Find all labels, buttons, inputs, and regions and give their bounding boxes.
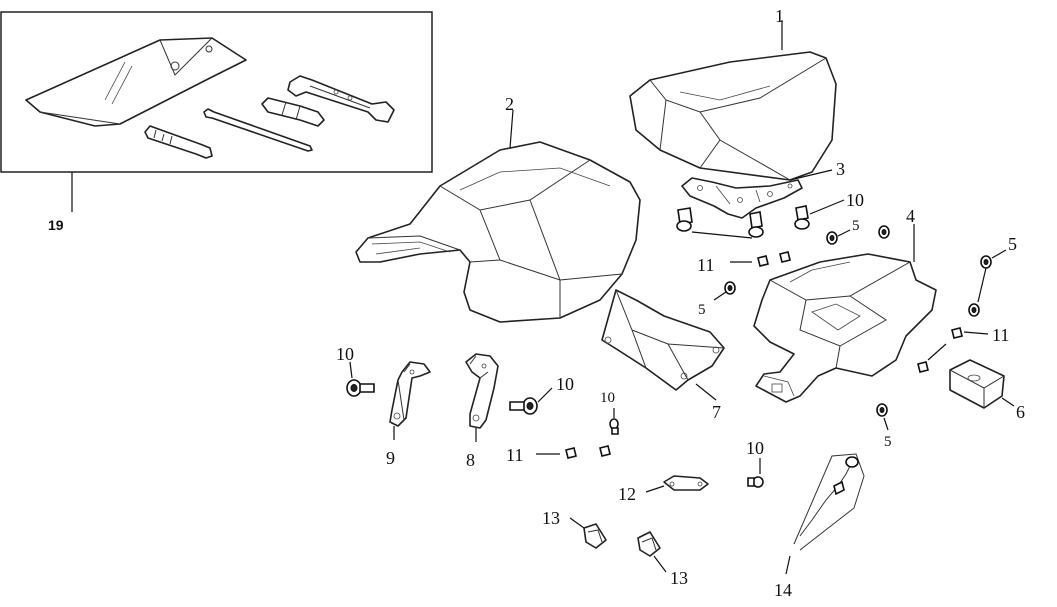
grommet-set-top: 10: [676, 190, 864, 239]
callout-5b: 5: [698, 302, 706, 318]
clip-13b: 13: [637, 531, 688, 588]
callout-2: 2: [505, 94, 514, 114]
callout-1: 1: [775, 6, 784, 26]
tool-kit-box: 19: [0, 11, 433, 233]
rear-undertray: 4: [753, 206, 937, 403]
callout-13b: 13: [670, 568, 688, 588]
bracket-8: 8: [465, 353, 499, 470]
callout-7: 7: [712, 402, 721, 422]
bolts-lower: 11: [506, 445, 611, 465]
wrench: [287, 75, 395, 123]
grommet-lower-right: 10: [746, 438, 764, 488]
seat-lock-cable: 14: [774, 453, 865, 600]
nut-undertray-left: 5: [698, 281, 736, 318]
callout-12: 12: [618, 484, 636, 504]
callout-4: 4: [906, 206, 915, 226]
callout-13a: 13: [542, 508, 560, 528]
callout-10a: 10: [846, 190, 864, 210]
callout-9: 9: [386, 448, 395, 468]
callout-10b: 10: [336, 344, 354, 364]
socket-wrench: [261, 97, 325, 127]
callout-19: 19: [48, 217, 64, 233]
callout-11b: 11: [992, 325, 1009, 345]
bolts-undertray-left: 11: [697, 251, 791, 275]
callout-5c: 5: [1008, 234, 1017, 254]
tool-rod: [203, 108, 313, 152]
callout-11c: 11: [506, 445, 523, 465]
bolts-right: 11: [917, 325, 1009, 373]
callout-10d: 10: [600, 390, 615, 406]
screwdriver: [144, 125, 213, 159]
bracket-12: 12: [618, 475, 709, 504]
clip-13a: 13: [542, 508, 607, 549]
callout-10e: 10: [746, 438, 764, 458]
callout-10c: 10: [556, 374, 574, 394]
callout-8: 8: [466, 450, 475, 470]
grommet-small: 10: [600, 390, 619, 435]
callout-3: 3: [836, 159, 845, 179]
side-cover: 7: [601, 289, 725, 422]
tool-pouch: [25, 37, 247, 127]
callout-5a: 5: [852, 218, 860, 234]
bracket-9: 9: [386, 361, 431, 468]
callout-6: 6: [1016, 402, 1025, 422]
rubber-block: 6: [949, 359, 1025, 422]
nut-lower: 5: [876, 403, 892, 450]
callout-14: 14: [774, 580, 792, 600]
grommet-middle: 10: [509, 374, 574, 415]
nuts-right: 5: [968, 234, 1017, 317]
grommet-left: 10: [336, 344, 375, 397]
callout-11a: 11: [697, 255, 714, 275]
callout-5d: 5: [884, 434, 892, 450]
seat-bracket: 3: [681, 159, 845, 219]
nuts-top: 5: [826, 218, 890, 245]
front-seat: 2: [355, 94, 641, 323]
rear-seat-cowl: 1: [629, 6, 837, 181]
